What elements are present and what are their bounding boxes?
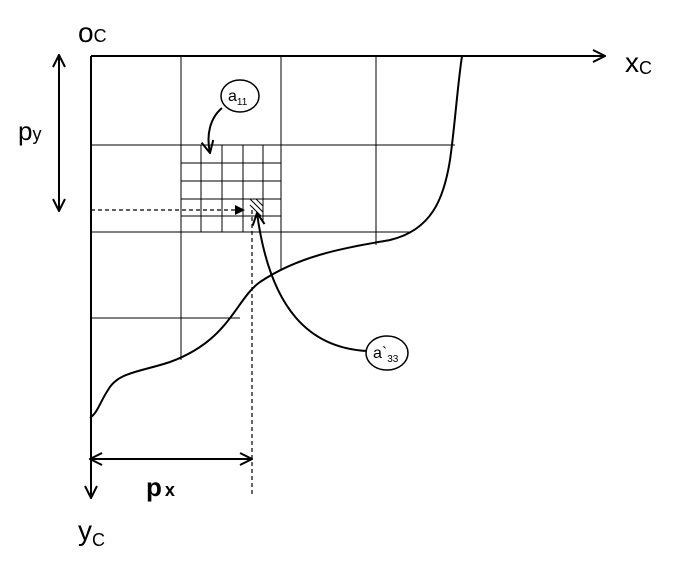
y-axis-sub: C [92, 530, 105, 550]
px-main: p [146, 472, 162, 502]
a11-label: a11 [228, 88, 248, 108]
py-sub: y [32, 124, 41, 144]
coarse-grid [91, 56, 455, 360]
px-sub: x [165, 480, 175, 500]
a33-main: a` [373, 345, 387, 362]
y-axis-main: y [78, 515, 92, 546]
origin-main: o [78, 17, 94, 48]
a11-callout [220, 79, 260, 113]
x-axis-main: x [625, 47, 639, 78]
py-main: p [18, 116, 32, 146]
origin-label: oC [78, 17, 107, 48]
x-axis-sub: C [639, 58, 652, 78]
a33-callout [365, 335, 409, 371]
a33-pointer [257, 213, 368, 352]
a11-sub: 11 [237, 97, 248, 108]
y-axis-label: yC [78, 515, 105, 550]
origin-sub: C [94, 26, 107, 46]
boundary-curve [89, 55, 463, 419]
a33-label: a`33 [373, 345, 399, 365]
py-label: py [18, 116, 41, 146]
a11-main: a [228, 88, 237, 105]
fine-grid [181, 145, 281, 232]
a11-pointer [209, 107, 223, 153]
x-axis-label: xC [625, 47, 652, 78]
a33-sub: 33 [387, 354, 399, 365]
